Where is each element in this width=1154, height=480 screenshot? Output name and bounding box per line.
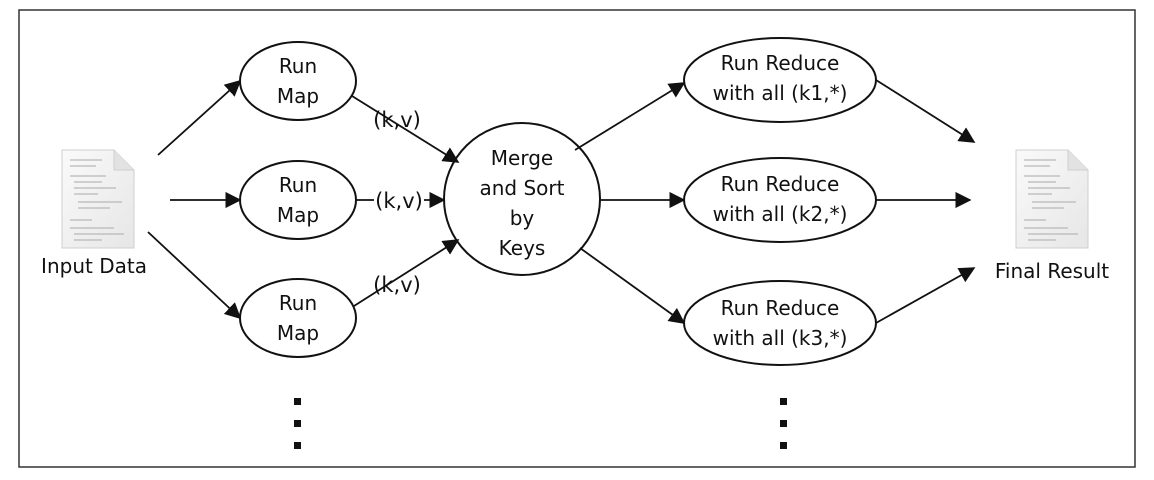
reduce-ellipsis: [780, 398, 787, 449]
arrow-input-to-map-3: [147, 231, 242, 320]
map-node-1-line-2: Map: [277, 84, 319, 108]
reduce-node-3: Run Reduce with all (k3,*): [683, 280, 877, 366]
map-node-1: Run Map: [239, 41, 357, 121]
reduce-node-2: Run Reduce with all (k2,*): [683, 157, 877, 243]
reduce-1-line-2: with all (k1,*): [713, 81, 848, 105]
reduce-3-line-1: Run Reduce: [721, 296, 840, 320]
final-result-label: Final Result: [995, 259, 1109, 283]
arrow-reduce-1-to-output: [875, 79, 976, 143]
arrow-merge-to-reduce-3: [579, 247, 686, 324]
map-node-2-line-2: Map: [277, 203, 319, 227]
arrow-map-3-to-merge: [353, 239, 460, 307]
reduce-1-line-1: Run Reduce: [721, 51, 840, 75]
output-document-icon: [1015, 149, 1089, 249]
map-node-2-line-1: Run: [279, 173, 317, 197]
arrow-map-1-to-merge: [351, 95, 460, 163]
merge-line-1: Merge: [491, 146, 553, 170]
arrow-input-to-map-1: [157, 79, 242, 156]
input-document-icon: [61, 149, 135, 249]
reduce-2-line-1: Run Reduce: [721, 172, 840, 196]
map-ellipsis: [294, 398, 301, 449]
arrow-reduce-3-to-output: [875, 267, 976, 324]
map-node-1-line-1: Run: [279, 54, 317, 78]
map-node-3: Run Map: [239, 278, 357, 358]
input-data-label: Input Data: [41, 254, 147, 278]
merge-sort-node: Merge and Sort by Keys: [443, 122, 601, 276]
merge-line-4: Keys: [499, 236, 546, 260]
map-node-2: Run Map: [239, 160, 357, 240]
arrow-merge-to-reduce-1: [574, 82, 686, 151]
edge-label-kv-1: (k,v): [373, 108, 421, 132]
diagram-frame: [18, 9, 1136, 468]
edge-label-kv-3: (k,v): [373, 273, 421, 297]
edge-label-kv-2: (k,v): [375, 189, 423, 213]
reduce-3-line-2: with all (k3,*): [713, 326, 848, 350]
reduce-node-1: Run Reduce with all (k1,*): [683, 37, 877, 123]
merge-line-2: and Sort: [480, 176, 565, 200]
merge-line-3: by: [510, 206, 535, 230]
reduce-2-line-2: with all (k2,*): [713, 202, 848, 226]
map-node-3-line-2: Map: [277, 321, 319, 345]
map-node-3-line-1: Run: [279, 291, 317, 315]
